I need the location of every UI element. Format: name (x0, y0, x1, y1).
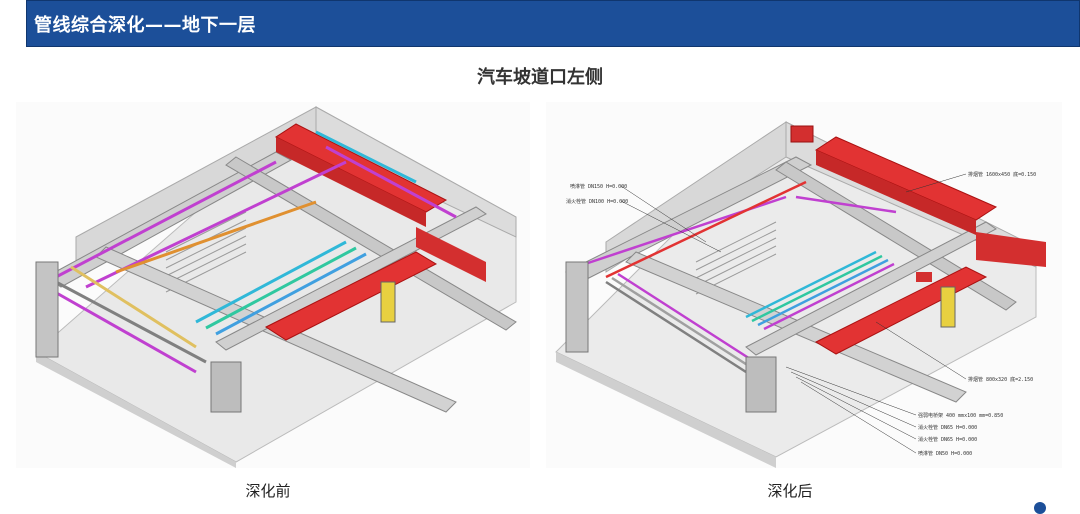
annotation-label: 喷淋管 DN50 H=0.000 (918, 450, 972, 457)
model-before-image (16, 102, 530, 468)
corner-decoration (1034, 502, 1046, 514)
bim-model-before (35, 106, 517, 468)
annotation-label: 喷淋管 DN150 H=0.000 (570, 183, 627, 190)
page-title: 管线综合深化——地下一层 (34, 14, 256, 36)
annotation-label: 排烟管 800x320 底=2.150 (968, 376, 1033, 383)
model-after-image: 喷淋管 DN150 H=0.000 消火栓管 DN100 H=0.000 排烟管… (546, 102, 1062, 468)
annotation-label: 排烟管 1600x450 底=0.150 (968, 171, 1036, 178)
annotation-label: 消火栓管 DN100 H=0.000 (566, 198, 628, 205)
annotation-label: 消火栓管 DN65 H=0.000 (918, 436, 977, 443)
header-bar: 管线综合深化——地下一层 (26, 0, 1080, 47)
caption-after: 深化后 (767, 482, 813, 500)
annotation-label: 强弱电桥架 400 mmx100 mm=0.850 (918, 412, 1003, 419)
bim-model-after: 喷淋管 DN150 H=0.000 消火栓管 DN100 H=0.000 排烟管… (555, 121, 1046, 468)
section-subtitle: 汽车坡道口左侧 (477, 67, 603, 88)
annotation-label: 消火栓管 DN65 H=0.000 (918, 424, 977, 431)
caption-before: 深化前 (245, 482, 291, 500)
